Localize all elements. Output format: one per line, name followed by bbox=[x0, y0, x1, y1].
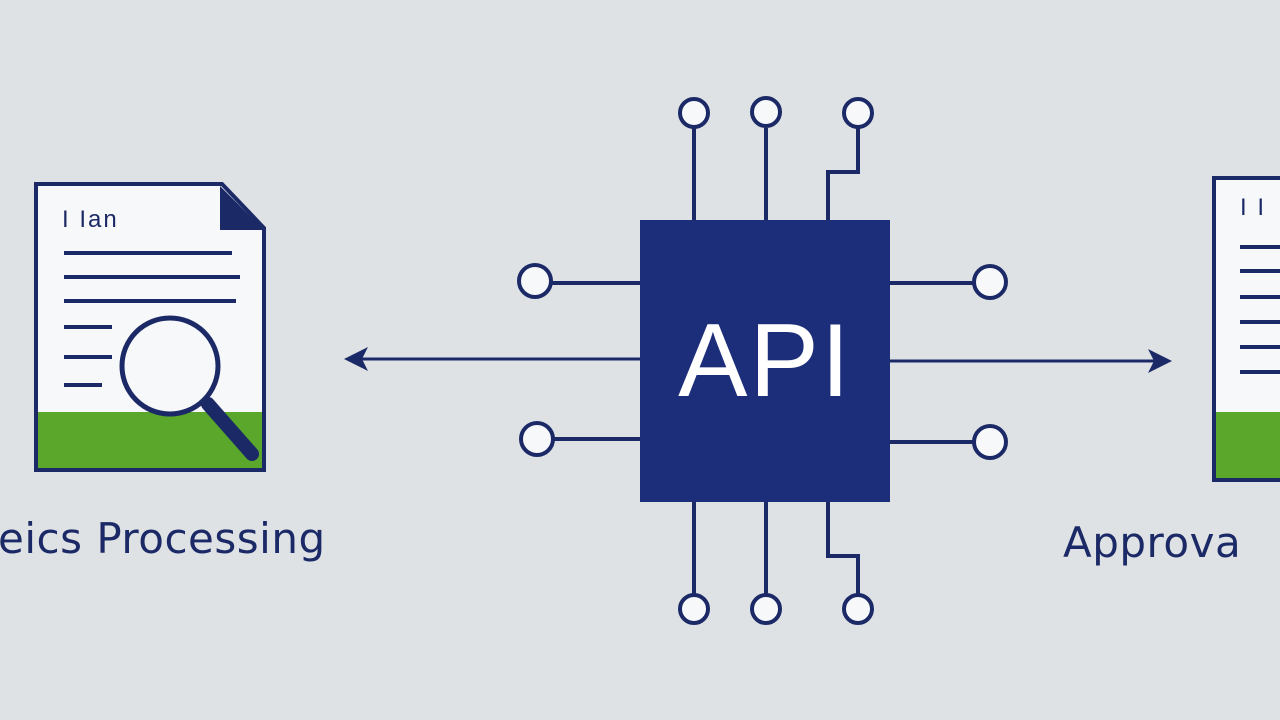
chip-pins-bottom bbox=[678, 502, 874, 625]
arrow-left-icon bbox=[344, 347, 640, 371]
left-node-label: eics Processing bbox=[0, 514, 326, 563]
chip-pins-left bbox=[517, 263, 640, 457]
right-document-icon bbox=[1212, 176, 1280, 482]
magnifier-icon bbox=[119, 315, 259, 461]
right-node-label: Approva bbox=[1063, 518, 1242, 567]
chip-pins-top bbox=[678, 96, 874, 220]
arrow-right-icon bbox=[890, 349, 1172, 373]
chip-pins-right bbox=[890, 264, 1008, 460]
api-hub-label: API bbox=[678, 302, 852, 419]
chip-icon bbox=[640, 220, 890, 502]
left-document-header: I Ian bbox=[62, 206, 119, 233]
right-document-header: I I bbox=[1240, 194, 1267, 221]
